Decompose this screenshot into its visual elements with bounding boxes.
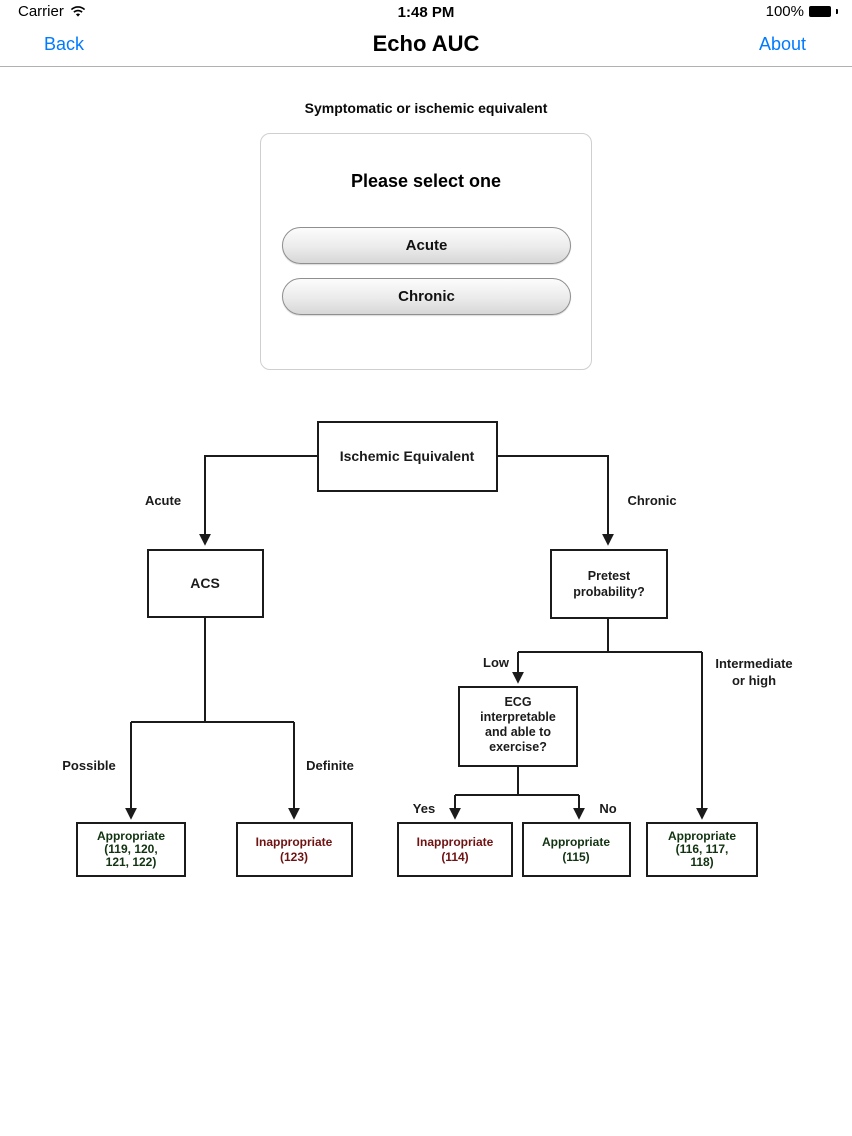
node-pretest-line2: probability? — [573, 585, 645, 599]
outcome-2-line1: Inappropriate — [256, 835, 333, 849]
node-ecg-line2: interpretable — [480, 710, 556, 724]
edge-label-chronic: Chronic — [627, 493, 676, 508]
nav-bar: Back Echo AUC About — [0, 24, 852, 67]
node-ecg-line3: and able to — [485, 725, 551, 739]
outcome-appropriate-115 — [522, 822, 631, 877]
edge-label-acute: Acute — [145, 493, 181, 508]
outcome-5-line1: Appropriate — [668, 829, 736, 843]
outcome-1-line2: (119, 120, — [104, 842, 157, 856]
edge-label-yes: Yes — [413, 801, 435, 816]
outcome-5-line3: 118) — [690, 855, 713, 869]
outcome-inappropriate-123 — [236, 822, 353, 877]
selection-card: Please select one Acute Chronic — [260, 133, 592, 370]
page-title: Echo AUC — [372, 31, 480, 56]
node-ecg-line1: ECG — [504, 695, 531, 709]
outcome-inappropriate-114 — [397, 822, 513, 877]
battery-icon — [809, 6, 831, 17]
outcome-1-line3: 121, 122) — [106, 855, 157, 869]
status-bar: Carrier 1:48 PM 100% — [0, 0, 852, 24]
status-left: Carrier — [18, 3, 86, 20]
back-button[interactable]: Back — [44, 34, 85, 54]
battery-icon-nub — [836, 9, 838, 14]
edge-label-intermediate-line1: Intermediate — [715, 656, 792, 671]
acute-button[interactable]: Acute — [282, 227, 571, 264]
about-button[interactable]: About — [758, 34, 806, 54]
decision-tree-figure: Ischemic Equivalent ACS Pretest probabil… — [62, 421, 793, 877]
card-title: Please select one — [350, 171, 502, 191]
outcome-3-line1: Inappropriate — [417, 835, 494, 849]
node-ischemic-equivalent-label: Ischemic Equivalent — [340, 448, 475, 464]
node-acs — [147, 549, 264, 618]
outcome-5-line2: (116, 117, — [676, 842, 729, 856]
clock: 1:48 PM — [397, 4, 455, 21]
outcome-4-line1: Appropriate — [542, 835, 610, 849]
node-pretest-line1: Pretest — [588, 569, 631, 583]
edge-label-definite: Definite — [306, 758, 354, 773]
edge-label-low: Low — [483, 655, 510, 670]
node-ischemic-equivalent — [317, 421, 498, 492]
wifi-icon — [70, 5, 85, 17]
outcome-appropriate-119-122 — [76, 822, 186, 877]
edge-label-intermediate-line2: or high — [732, 673, 776, 688]
outcome-4-line2: (115) — [562, 850, 589, 864]
battery-percent: 100% — [765, 3, 804, 20]
node-ecg-line4: exercise? — [489, 740, 547, 754]
node-acs-label: ACS — [190, 575, 220, 591]
carrier-label: Carrier — [18, 3, 64, 20]
outcome-2-line2: (123) — [280, 850, 308, 864]
outcome-3-line2: (114) — [441, 850, 468, 864]
node-ecg — [458, 686, 578, 767]
edge-label-no: No — [599, 801, 616, 816]
status-right: 100% — [766, 3, 838, 20]
node-pretest — [550, 549, 668, 619]
question-prompt: Symptomatic or ischemic equivalent — [304, 100, 548, 116]
edge-label-possible: Possible — [62, 758, 115, 773]
edge-root-to-pretest — [497, 455, 614, 546]
edge-root-to-acs — [199, 455, 318, 546]
outcome-appropriate-116-118 — [646, 822, 758, 877]
outcome-1-line1: Appropriate — [97, 829, 165, 843]
chronic-button[interactable]: Chronic — [282, 278, 571, 315]
